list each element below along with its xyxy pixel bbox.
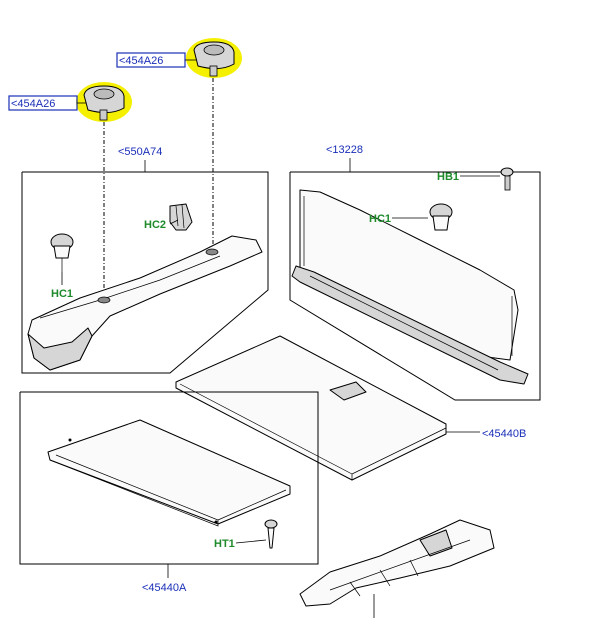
hb1-screw[interactable]	[500, 167, 514, 191]
fastener-hc1-right[interactable]: HC1	[369, 213, 391, 225]
callout-trim-panel[interactable]: <550A74	[118, 146, 162, 158]
lower-board-part[interactable]	[47, 419, 291, 527]
divider-panel-part[interactable]	[291, 189, 529, 385]
floor-board-part[interactable]	[175, 335, 480, 481]
callout-lower-board[interactable]: <45440A	[142, 582, 187, 594]
hc2-clip[interactable]	[169, 203, 193, 231]
hc1-right-push-pin[interactable]	[429, 203, 453, 231]
trim-panel-frame	[21, 160, 269, 374]
clip-top-assembly[interactable]	[186, 38, 242, 78]
callout-divider-panel[interactable]: <13228	[326, 144, 363, 156]
callout-clip-top[interactable]: <454A26	[119, 55, 163, 67]
fastener-ht1[interactable]: HT1	[214, 538, 235, 550]
floor-bracket-part[interactable]	[299, 519, 495, 618]
ht1-screw[interactable]	[264, 519, 278, 549]
clip-left-assembly[interactable]	[76, 82, 132, 122]
fastener-hc1-left[interactable]: HC1	[51, 288, 73, 300]
hc1-left-push-pin[interactable]	[50, 233, 74, 272]
fastener-hc2[interactable]: HC2	[144, 219, 166, 231]
trim-panel-part[interactable]	[27, 235, 263, 371]
fastener-hb1[interactable]: HB1	[437, 171, 459, 183]
callout-clip-left[interactable]: <454A26	[11, 98, 55, 110]
divider-panel-frame	[289, 158, 541, 401]
lower-board-frame	[19, 391, 319, 578]
callout-floor-board[interactable]: <45440B	[482, 428, 526, 440]
